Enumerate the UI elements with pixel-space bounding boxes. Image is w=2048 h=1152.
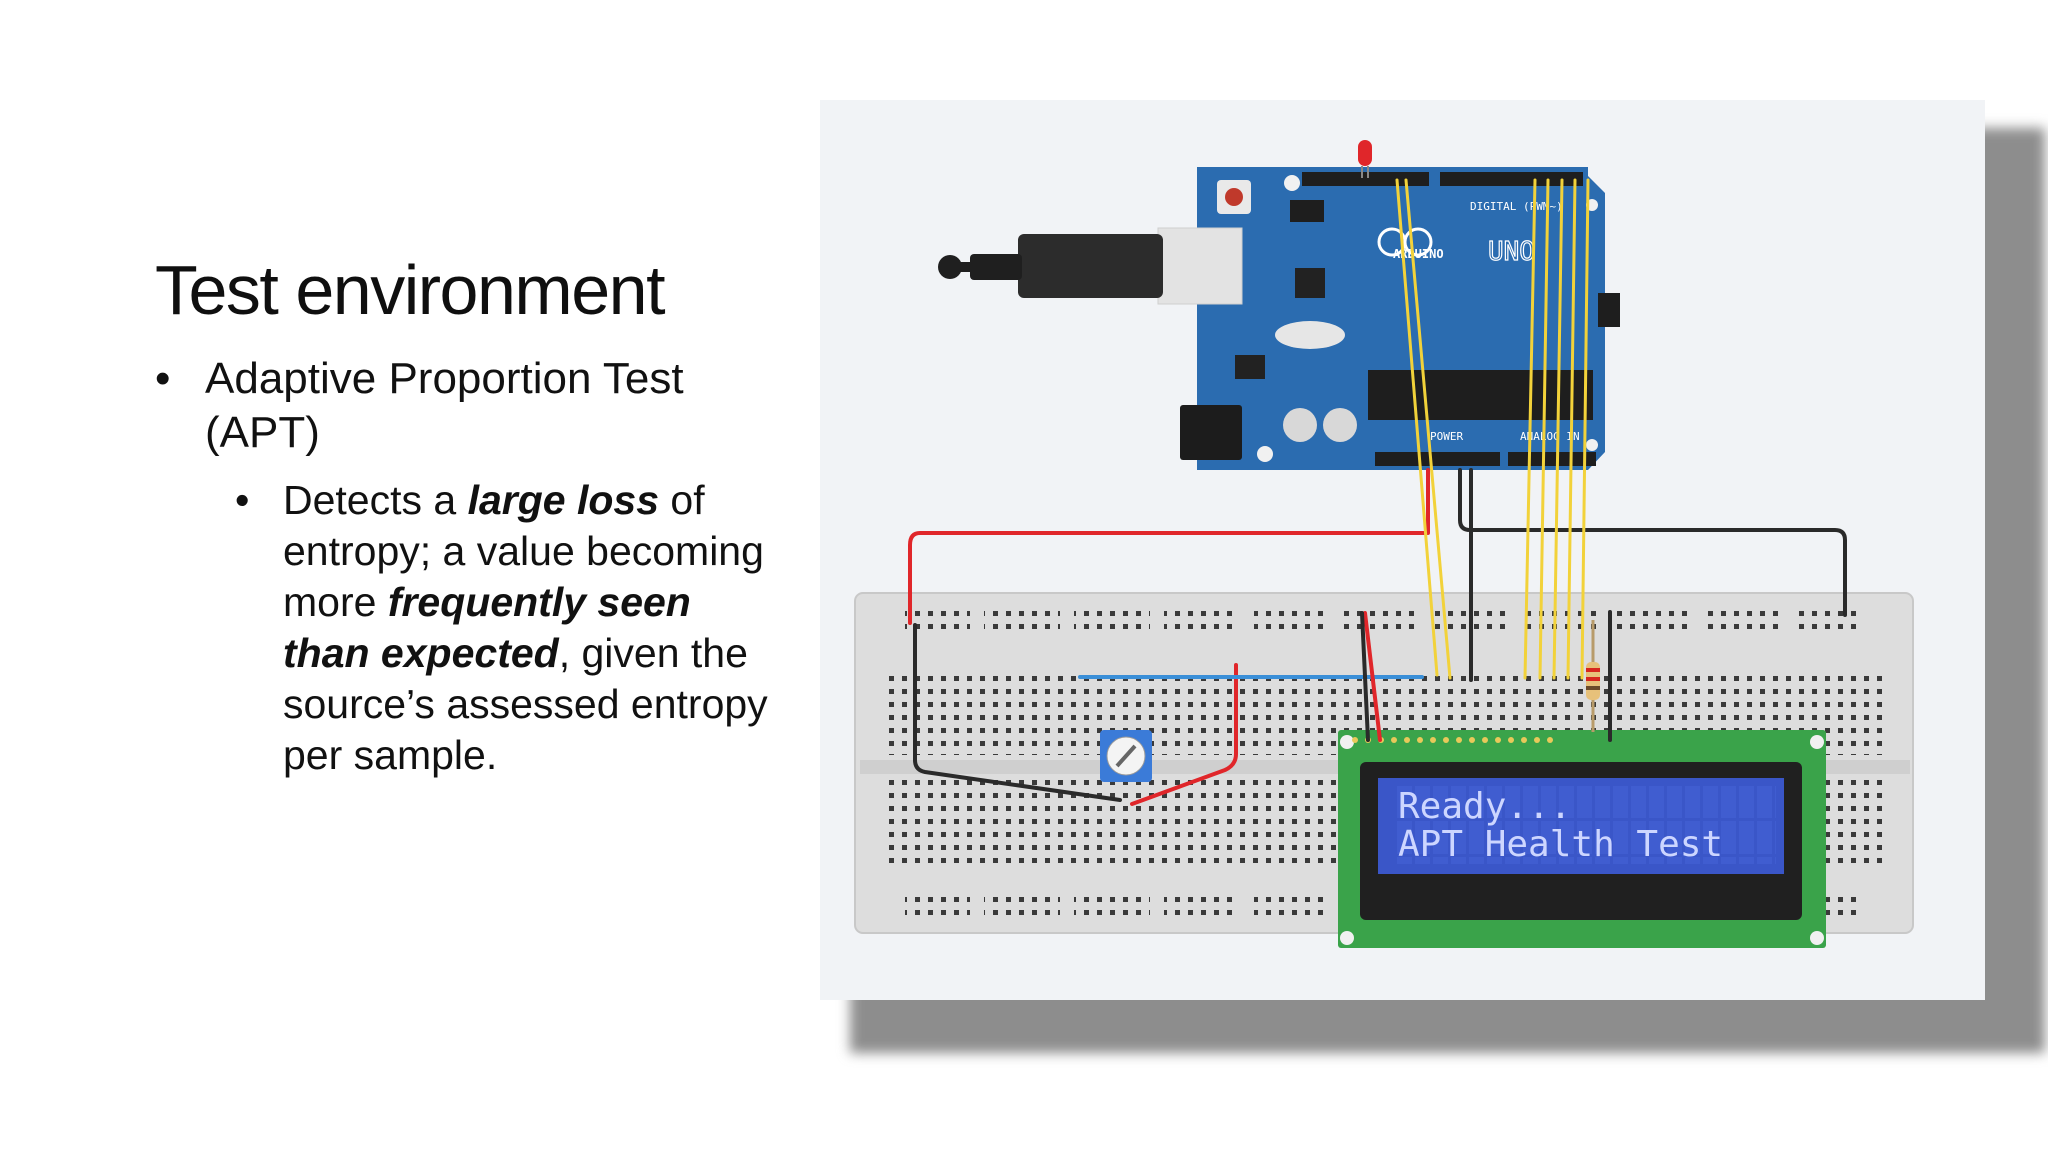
emphasis-frequently-seen: frequently seen <box>387 579 691 625</box>
text-segment: of <box>659 477 705 523</box>
emphasis-large-loss: large loss <box>467 477 660 523</box>
lcd-line2: APT Health Test <box>1398 824 1723 865</box>
bullet-level1-line1: Adaptive Proportion Test <box>205 354 684 403</box>
bullet-level1-text: Adaptive Proportion Test (APT) <box>205 352 805 460</box>
resistor <box>1586 620 1600 732</box>
sub-bullet-line5: source’s assessed entropy <box>283 681 768 727</box>
bullet-level1-line2: (APT) <box>205 408 320 457</box>
lcd-module: Ready... APT Health Test <box>1338 730 1826 948</box>
text-segment: more <box>283 579 388 625</box>
usb-cable <box>938 227 1243 305</box>
sub-bullet-line4: than expected, given the <box>283 628 823 679</box>
analog-label: ANALOG IN <box>1520 430 1580 443</box>
circuit-image: Ready... APT Health Test <box>820 100 1985 1000</box>
circuit-figure: Ready... APT Health Test <box>820 100 2045 1053</box>
slide-title: Test environment <box>155 251 666 329</box>
arduino-board: ARDUINO UNO DIGITAL (PWM~) POWER ANALOG … <box>1180 167 1620 470</box>
board-model: UNO <box>1488 237 1535 267</box>
emphasis-than-expected: than expected <box>283 630 559 676</box>
text-segment: , given the <box>558 630 748 676</box>
potentiometer <box>1100 730 1152 782</box>
bullet-level2-text: Detects a large loss of entropy; a value… <box>283 475 823 781</box>
text-segment: Detects a <box>283 477 468 523</box>
sub-bullet-line1: Detects a large loss of <box>283 475 823 526</box>
sub-bullet-marker: • <box>235 477 250 523</box>
digital-label: DIGITAL (PWM~) <box>1470 200 1563 213</box>
sub-bullet-line2: entropy; a value becoming <box>283 528 764 574</box>
wires <box>908 178 1847 806</box>
led <box>1358 140 1372 178</box>
circuit-svg: Ready... APT Health Test <box>854 140 1914 948</box>
sub-bullet-line3: more frequently seen <box>283 577 823 628</box>
bullet-marker: • <box>155 354 171 403</box>
lcd-line1: Ready... <box>1398 786 1571 827</box>
sub-bullet-line6: per sample. <box>283 732 498 778</box>
power-label: POWER <box>1430 430 1463 443</box>
